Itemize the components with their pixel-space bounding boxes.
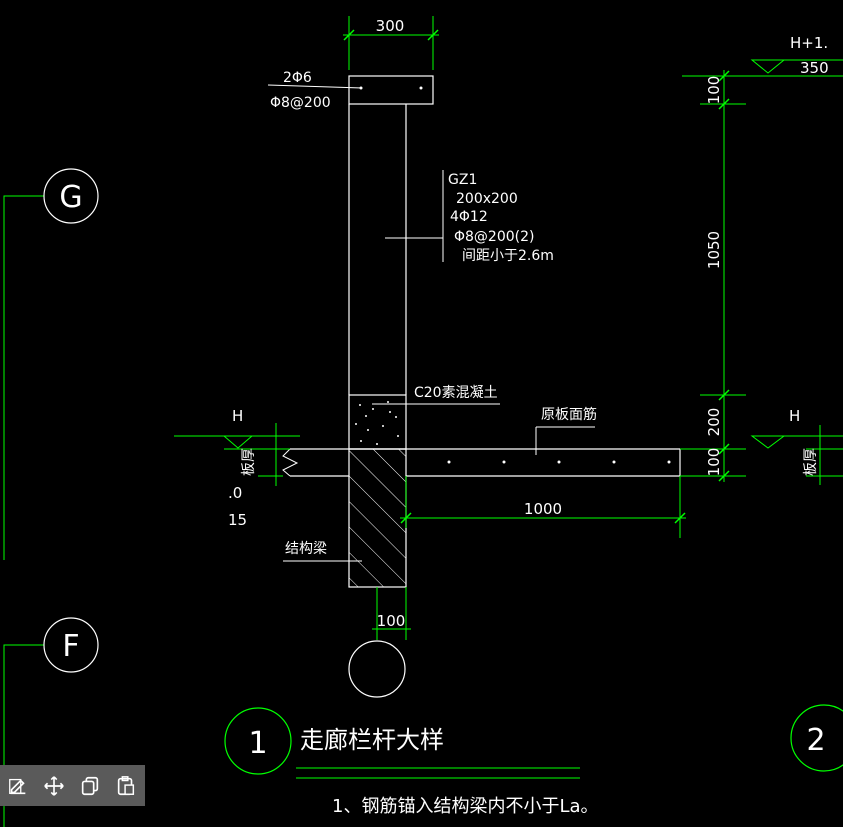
detail-2: 2 [790, 704, 843, 772]
coping-beam [348, 75, 434, 105]
dim-100-slab-text: 100 [705, 448, 723, 477]
bottom-axis-bubble [348, 640, 406, 698]
concrete-leader: C20素混凝土 [372, 385, 500, 405]
dim-width-top: 300 [343, 16, 439, 70]
axis-g-label: G [59, 180, 82, 215]
dim-width-top-text: 300 [376, 17, 405, 35]
slab-rebar-leader: 原板面筋 [535, 406, 597, 455]
dim-1050-text: 1050 [705, 231, 723, 269]
gz-annotation: GZ1 200x200 4Φ12 Φ8@200(2) 间距小于2.6m [385, 170, 554, 264]
gz-stirrup: Φ8@200(2) [454, 229, 534, 245]
move-button[interactable] [36, 765, 72, 806]
floating-toolbar [0, 765, 145, 806]
axis-f-label: F [62, 629, 79, 664]
axis-f-bubble [43, 617, 99, 673]
slab-rebar-label: 原板面筋 [541, 406, 597, 423]
gz-spacing: 间距小于2.6m [462, 248, 554, 264]
left-frag-2: 15 [228, 511, 247, 529]
detail-1-number: 1 [248, 726, 267, 761]
detail-1-bubble [224, 707, 292, 775]
elev-top-value: 350 [800, 59, 829, 77]
concrete-upstand [348, 394, 407, 450]
dim-200-text: 200 [705, 408, 723, 437]
slab [282, 448, 681, 477]
elev-top-label: H+1. [790, 34, 828, 52]
dim-100-bottom-text: 100 [377, 612, 406, 630]
copy-icon [81, 776, 99, 795]
detail-2-bubble [790, 704, 843, 772]
note-1: 1、钢筋锚入结构梁内不小于La。 [332, 796, 599, 817]
detail-1: 1 走廊栏杆大样 [224, 707, 580, 779]
beam-leader: 结构梁 [283, 541, 362, 562]
dim-100-bottom: 100 [372, 587, 411, 640]
detail-title: 走廊栏杆大样 [300, 726, 444, 754]
axis-g: G [3, 168, 99, 560]
paste-icon [117, 775, 135, 795]
gz-main-rebar: 4Φ12 [450, 209, 488, 225]
dim-1000-text: 1000 [524, 500, 562, 518]
paste-button[interactable] [108, 765, 144, 806]
dim-100-top-text: 100 [705, 76, 723, 105]
column-gz1 [348, 104, 407, 396]
elev-top-right: H+1. 350 [750, 34, 843, 77]
axis-g-bubble [43, 168, 99, 224]
dim-1000: 1000 [400, 476, 686, 538]
elev-right: H 板厚 [750, 407, 843, 485]
concrete-label: C20素混凝土 [414, 385, 498, 401]
stirrup-top-text: Φ8@200 [270, 95, 331, 111]
slab-thk-left: 板厚 [241, 448, 257, 476]
elev-left: H 板厚 .0 15 [174, 407, 300, 529]
beam-label: 结构梁 [285, 541, 327, 557]
copy-button[interactable] [72, 765, 108, 806]
rebar-top-leader: 2Φ6 Φ8@200 [267, 70, 363, 111]
slab-thk-right: 板厚 [803, 448, 819, 476]
move-icon [44, 775, 64, 796]
elev-right-h: H [789, 407, 800, 425]
gz-size: 200x200 [456, 191, 518, 207]
axis-f: F [3, 617, 99, 827]
detail-2-number: 2 [806, 723, 825, 758]
dim-right-vertical: 100 1050 200 100 [680, 70, 752, 482]
gz-name: GZ1 [448, 172, 477, 188]
edit-button[interactable] [0, 765, 36, 806]
left-frag-1: .0 [228, 484, 242, 502]
edit-icon [9, 778, 26, 794]
structural-beam [348, 448, 407, 588]
rebar-top-text: 2Φ6 [283, 70, 312, 86]
elev-left-h: H [232, 407, 243, 425]
